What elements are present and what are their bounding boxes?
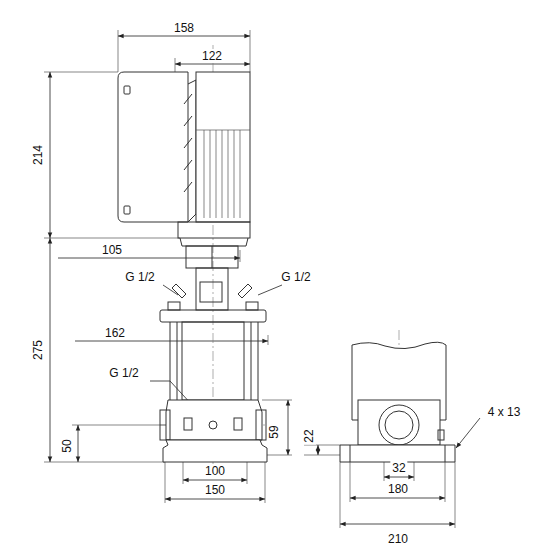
dimension-label: 32 <box>390 461 407 475</box>
connection-label: G 1/2 <box>123 270 156 284</box>
dimension-label: 150 <box>203 483 227 497</box>
dimension-label: 180 <box>386 482 410 496</box>
dimension-label: 50 <box>60 437 74 454</box>
connection-label: G 1/2 <box>107 366 140 380</box>
dimension-label: 158 <box>172 21 196 35</box>
dimension-label: 214 <box>31 143 45 167</box>
dimension-label: 105 <box>100 243 124 257</box>
dimension-label: 59 <box>267 423 281 440</box>
dimension-label: 22 <box>302 427 316 444</box>
dimension-label: 100 <box>203 464 227 478</box>
dimension-label: 162 <box>103 326 127 340</box>
dimension-label: 210 <box>386 532 410 546</box>
dimension-label: 4 x 13 <box>486 405 523 419</box>
dimension-label: 122 <box>200 49 224 63</box>
connection-label: G 1/2 <box>279 270 312 284</box>
dimension-label: 275 <box>31 338 45 362</box>
